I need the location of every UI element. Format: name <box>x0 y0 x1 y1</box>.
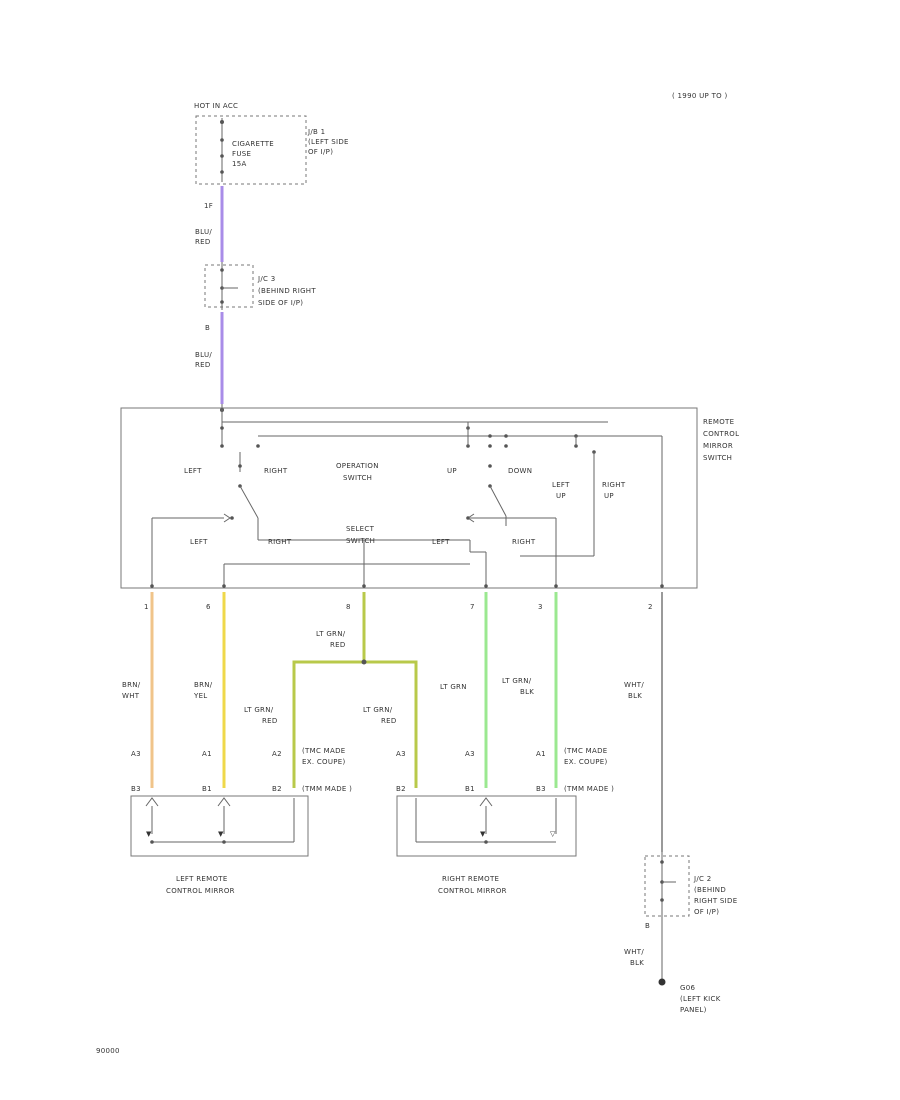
right-motor-1-icon: ▼ <box>480 830 486 838</box>
wire-brn-wht-label: BRN/ WHT <box>122 681 143 700</box>
switch-up-label: UP <box>447 467 457 475</box>
operation-switch-label: OPERATION SWITCH <box>336 462 381 482</box>
switch-pin-3: 3 <box>538 603 543 611</box>
cavity-right-1: A3 <box>396 750 406 758</box>
right-mirror-name: RIGHT REMOTE CONTROL MIRROR <box>438 875 507 895</box>
switch-down-label: DOWN <box>508 467 532 475</box>
note-left-2: (TMM MADE ) <box>302 785 352 793</box>
switch-right-bottom-label: RIGHT <box>512 538 536 546</box>
switch-pin-1: 1 <box>144 603 149 611</box>
note-right-2: (TMM MADE ) <box>564 785 614 793</box>
switch-left-up-label: LEFT UP <box>552 481 572 500</box>
switch-pin-6: 6 <box>206 603 211 611</box>
left-motor-1-icon: ▼ <box>146 830 152 838</box>
wire-c4-label: LT GRN/ RED <box>363 706 397 725</box>
ground-wire-color-label: WHT/ BLK <box>624 948 647 967</box>
switch-right-mid-label: RIGHT <box>268 538 292 546</box>
wire-lt-grn-blk-label: LT GRN/ BLK <box>502 677 534 696</box>
note-right: (TMC MADE EX. COUPE) <box>564 747 610 766</box>
wire-mid-color-label: LT GRN/ RED <box>316 630 348 649</box>
conn-right-3: B3 <box>536 785 546 793</box>
junction-connector-2 <box>644 855 690 917</box>
conn-left-3: B2 <box>272 785 282 793</box>
junction-connector-2-label: J/C 2 (BEHIND RIGHT SIDE OF I/P) <box>693 875 740 916</box>
wire-c3-label: LT GRN/ RED <box>244 706 278 725</box>
wire-brn-yel-label: BRN/ YEL <box>193 681 215 700</box>
cavity-left-3: A2 <box>272 750 282 758</box>
left-mirror-name: LEFT REMOTE CONTROL MIRROR <box>166 875 235 895</box>
conn-right-1: B2 <box>396 785 406 793</box>
fuse-label: CIGARETTE FUSE 15A <box>232 140 277 168</box>
year-range-label: ( 1990 UP TO ) <box>672 92 728 100</box>
junction-connector-3 <box>204 264 254 308</box>
switch-pin-7: 7 <box>470 603 475 611</box>
hot-in-acc-label: HOT IN ACC <box>194 102 238 110</box>
switch-pin-2: 2 <box>648 603 653 611</box>
switch-left-bottom-label: LEFT <box>190 538 208 546</box>
ground-icon <box>658 978 666 986</box>
select-switch-label: SELECT SWITCH <box>346 525 377 545</box>
junction-block-1 <box>195 115 307 185</box>
mirror-switch-label: REMOTE CONTROL MIRROR SWITCH <box>703 418 742 462</box>
switch-pin-8: 8 <box>346 603 351 611</box>
switch-right-up-label: RIGHT UP <box>602 481 628 500</box>
ground-label: G06 (LEFT KICK PANEL) <box>680 984 723 1014</box>
jc3-pin-label: B <box>205 324 210 332</box>
cavity-left-2: A1 <box>202 750 212 758</box>
switch-left-mid-label: LEFT <box>432 538 450 546</box>
wire-lt-grn-red-branch <box>292 660 418 788</box>
cavity-right-2: A3 <box>465 750 475 758</box>
junction-block-1-label: J/B 1 (LEFT SIDE OF I/P) <box>307 128 351 156</box>
wire-lt-grn-label: LT GRN <box>440 683 467 691</box>
wire-wht-blk-label: WHT/ BLK <box>624 681 647 700</box>
wire-blu-red-2-label: BLU/ RED <box>195 351 215 369</box>
note-left: (TMC MADE EX. COUPE) <box>302 747 348 766</box>
jc2-pin-label: B <box>645 922 650 930</box>
junction-connector-3-label: J/C 3 (BEHIND RIGHT SIDE OF I/P) <box>257 275 318 307</box>
wire-blu-red-1-label: BLU/ RED <box>195 228 215 246</box>
conn-left-2: B1 <box>202 785 212 793</box>
pin-1f-label: 1F <box>204 202 213 210</box>
right-motor-2-icon: ▽ <box>550 830 556 838</box>
cavity-left-1: A3 <box>131 750 141 758</box>
conn-right-2: B1 <box>465 785 475 793</box>
left-motor-2-icon: ▼ <box>218 830 224 838</box>
conn-left-1: B3 <box>131 785 141 793</box>
switch-left-top-label: LEFT <box>184 467 202 475</box>
right-remote-control-mirror <box>396 795 577 857</box>
cavity-right-3: A1 <box>536 750 546 758</box>
remote-control-mirror-switch <box>120 407 698 589</box>
diagram-code: 90000 <box>96 1047 120 1055</box>
left-remote-control-mirror <box>130 795 309 857</box>
switch-right-top-label: RIGHT <box>264 467 288 475</box>
